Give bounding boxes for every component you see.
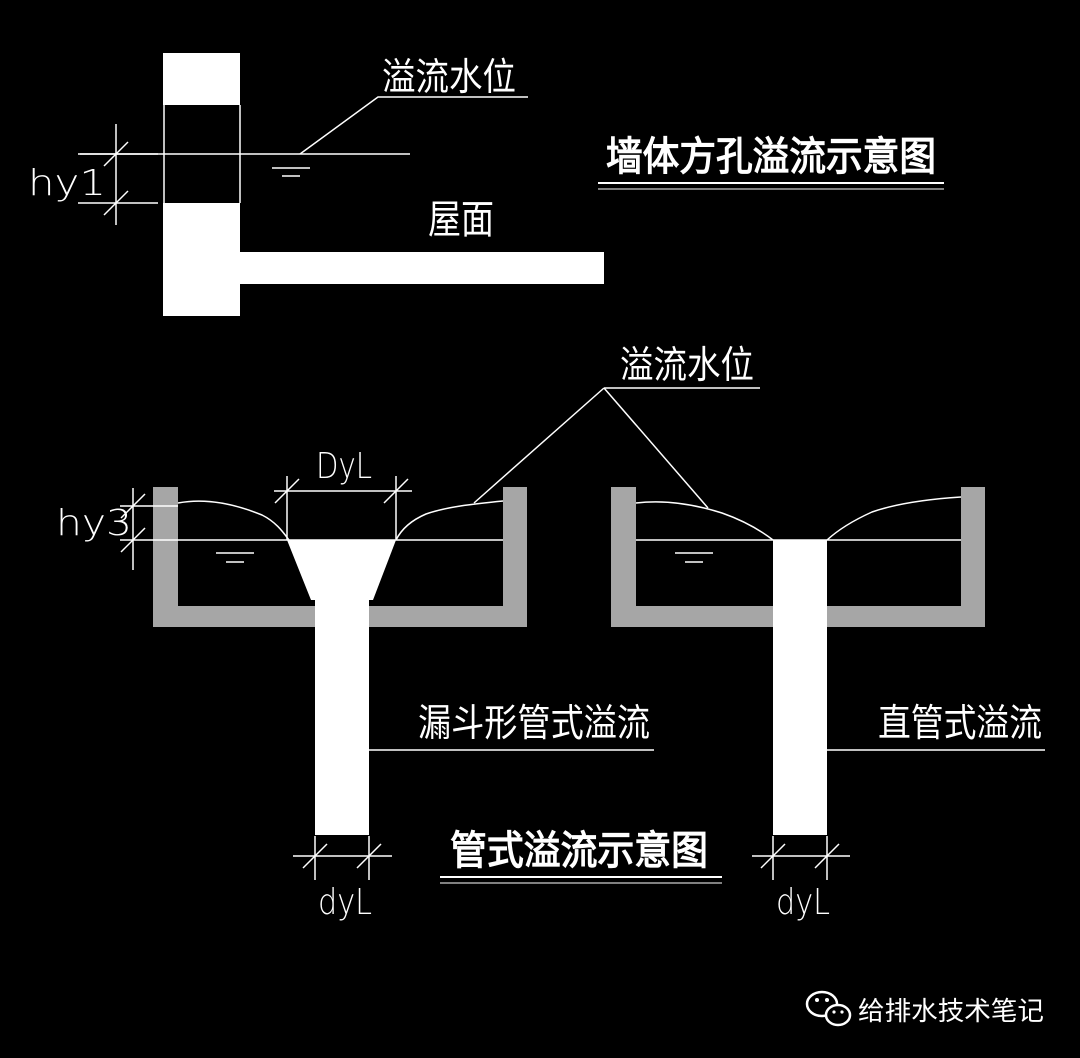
wall-diagram-title: 墙体方孔溢流示意图 xyxy=(606,134,936,180)
dyL-dimension-right xyxy=(752,836,850,880)
roof-slab xyxy=(240,252,604,284)
dyL-dimension-left xyxy=(293,836,392,880)
funnel-tank: hy3 DyL dyL 漏斗形管式溢流 xyxy=(56,446,654,923)
funnel-wave-left xyxy=(177,500,290,541)
dyL-label-right: dyL xyxy=(776,882,830,923)
overflow-level-leader xyxy=(299,96,528,155)
funnel-overflow-label: 漏斗形管式溢流 xyxy=(418,701,650,745)
hy1-dimension xyxy=(78,124,158,225)
wall-lower-block xyxy=(163,203,240,316)
watermark-text: 给排水技术笔记 xyxy=(858,997,1044,1027)
straight-tank-body-right xyxy=(827,487,985,627)
watermark: 给排水技术笔记 xyxy=(805,990,1044,1027)
dyL-label-left: dyL xyxy=(318,882,372,923)
funnel-inlet xyxy=(287,540,396,600)
pipe-overflow-level-label: 溢流水位 xyxy=(620,343,754,387)
DyL-label: DyL xyxy=(316,446,372,487)
funnel-wave-right xyxy=(395,500,504,541)
straight-tank-body-left xyxy=(611,487,773,627)
wall-diagram: 溢流水位 hy1 屋面 墙体方孔溢流示意图 xyxy=(28,53,944,316)
funnel-water-symbol xyxy=(216,552,254,563)
hy3-dimension xyxy=(120,488,178,570)
straight-tank: dyL 直管式溢流 xyxy=(611,487,1045,923)
funnel-tank-body xyxy=(153,487,315,627)
overflow-leader-left xyxy=(473,387,605,504)
straight-wave-right xyxy=(826,496,962,541)
roof-label: 屋面 xyxy=(428,197,494,243)
straight-water-symbol xyxy=(675,552,713,563)
pipe-diagram-title: 管式溢流示意图 xyxy=(450,828,708,874)
straight-wave-left xyxy=(635,501,774,541)
hy3-label: hy3 xyxy=(56,503,132,544)
funnel-tank-body-right xyxy=(369,487,527,627)
straight-pipe xyxy=(773,540,827,836)
water-level-symbol xyxy=(272,167,310,177)
DyL-dimension xyxy=(274,476,412,540)
wall-upper-block xyxy=(163,53,240,105)
straight-overflow-label: 直管式溢流 xyxy=(878,701,1042,745)
pipe-diagram: 溢流水位 xyxy=(56,343,1045,923)
wall-overflow-level-label: 溢流水位 xyxy=(382,55,516,99)
funnel-pipe xyxy=(315,600,369,836)
overflow-leader-right xyxy=(603,387,709,509)
hy1-label: hy1 xyxy=(28,163,106,204)
wechat-icon xyxy=(805,990,852,1027)
